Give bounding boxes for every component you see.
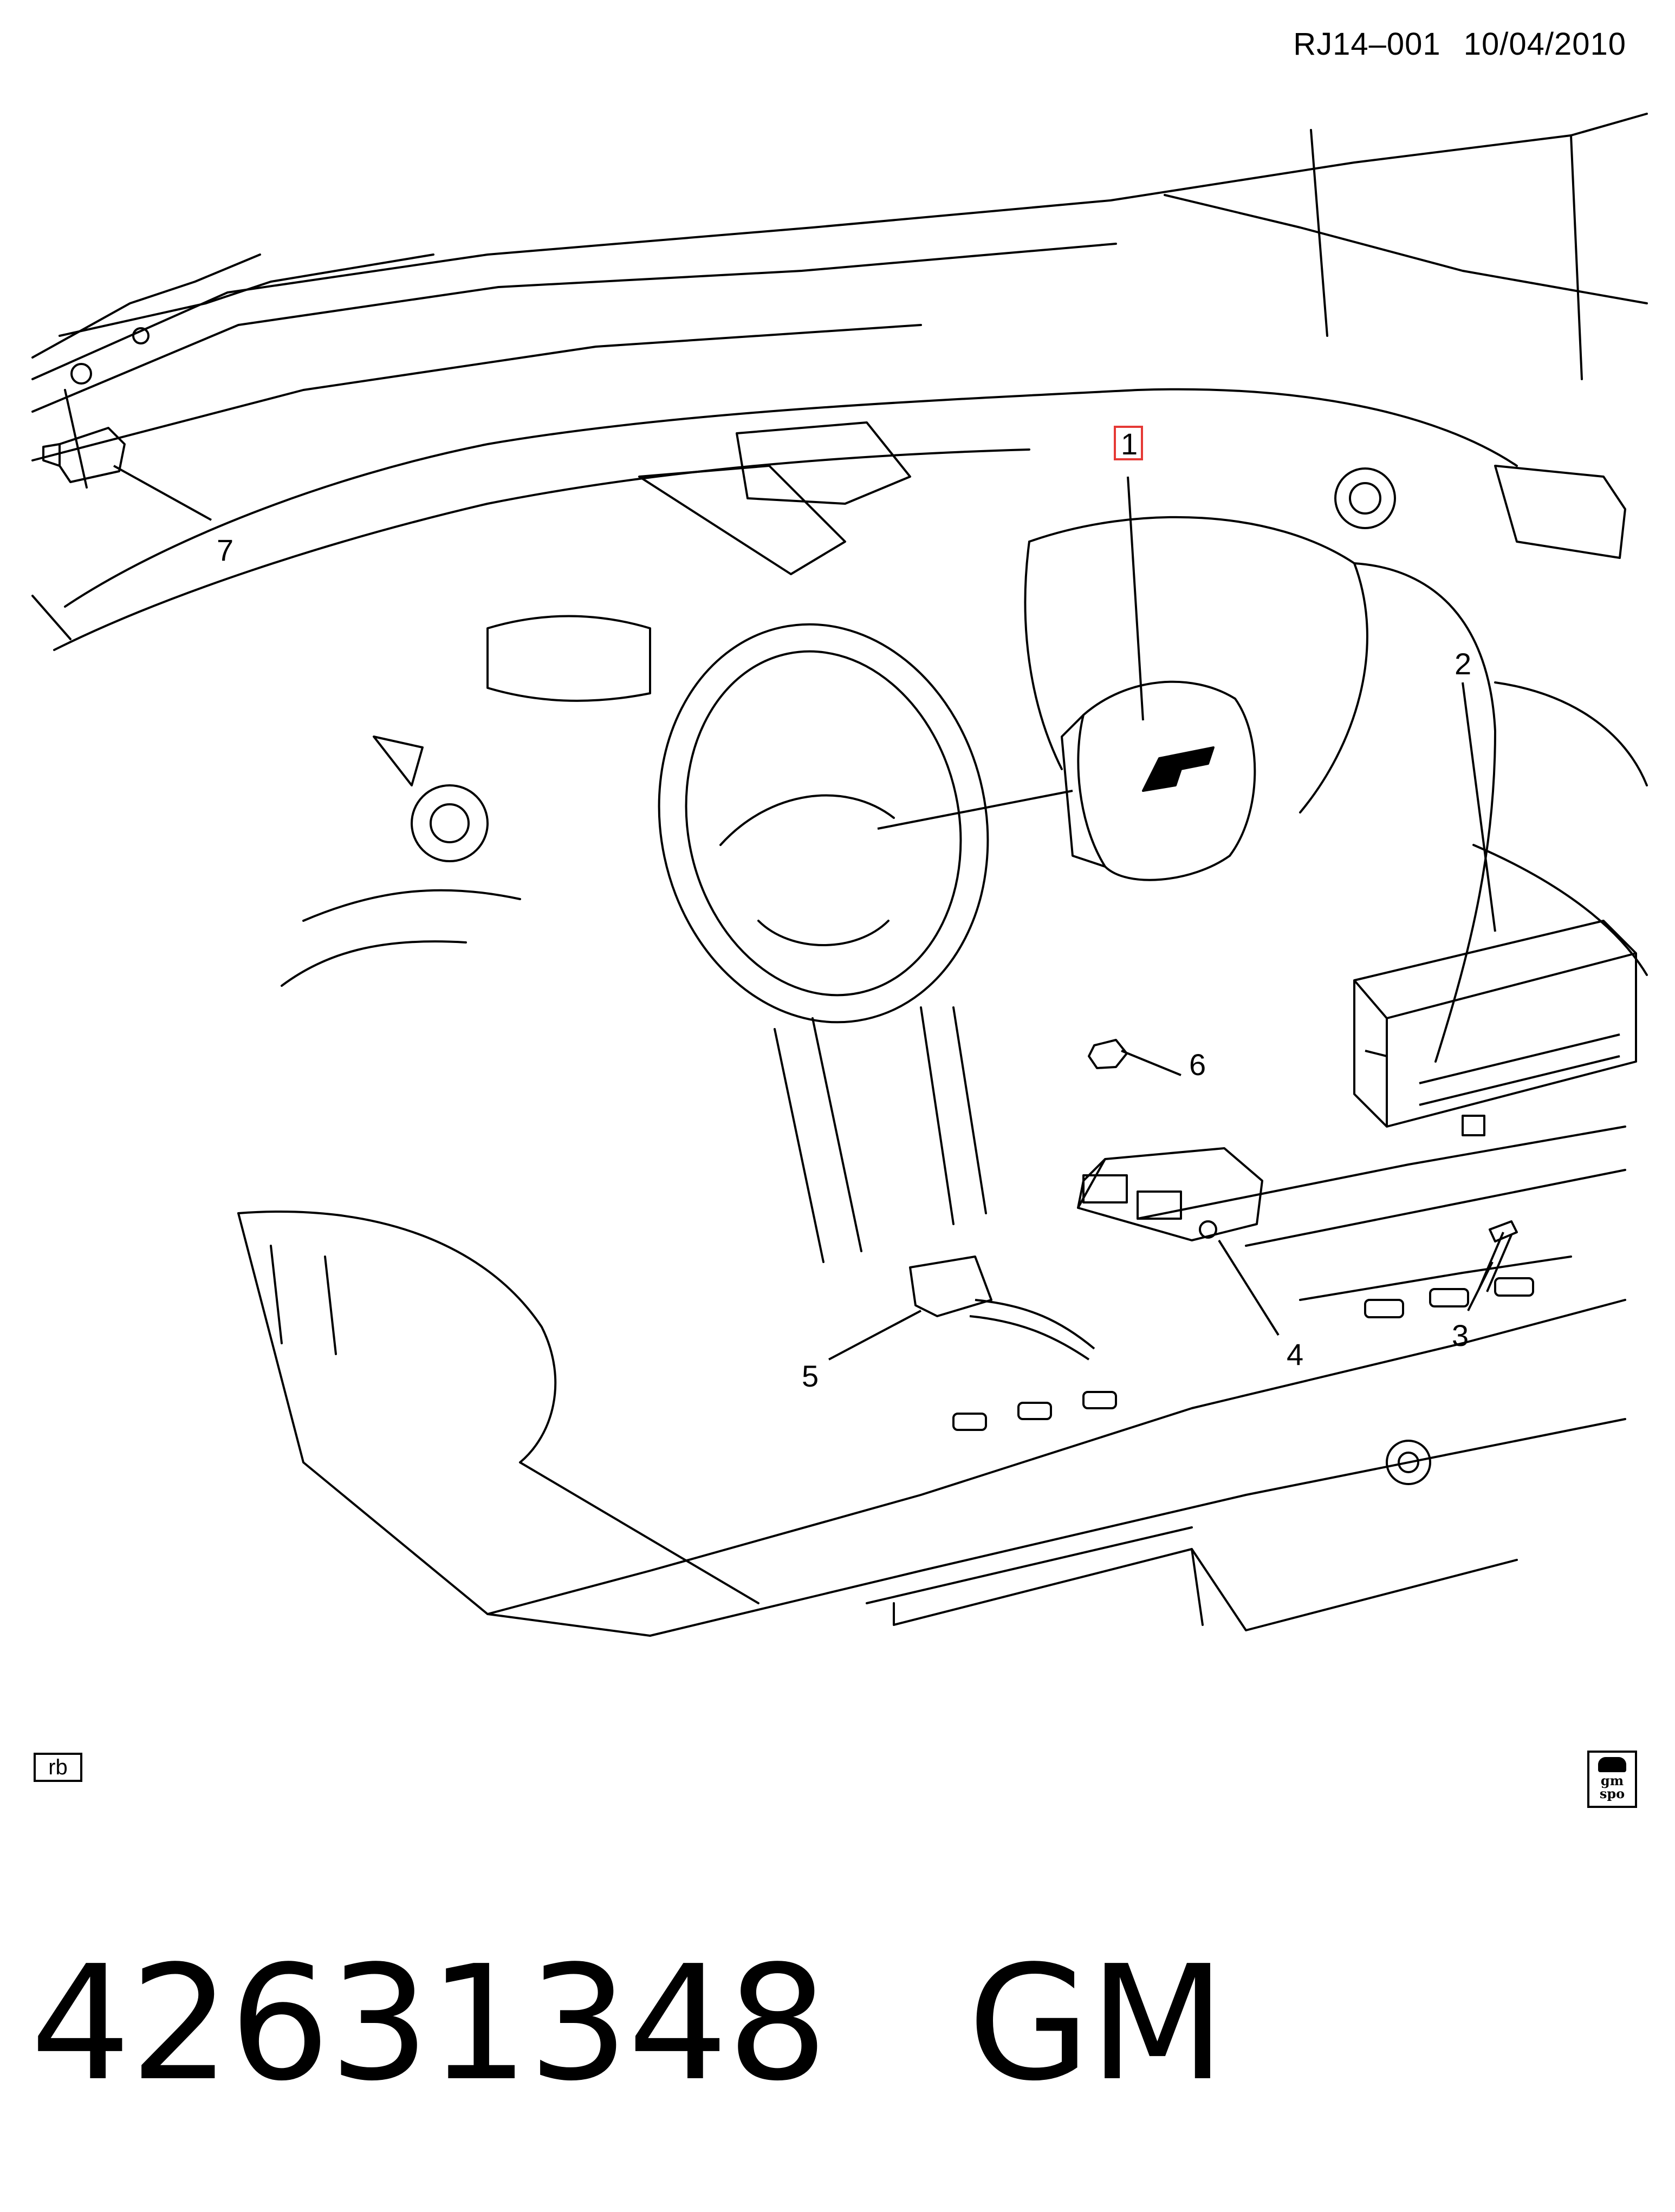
- part-number: 42631348: [30, 1931, 828, 2116]
- impact-sensor: [42, 427, 126, 483]
- brand-label: GM: [968, 1931, 1225, 2116]
- callout-5[interactable]: 5: [802, 1359, 819, 1393]
- leader-line-3: [1467, 1261, 1494, 1311]
- callout-3[interactable]: 3: [1452, 1318, 1469, 1352]
- nut: [1088, 1039, 1128, 1069]
- vehicle-structure-lines: [31, 113, 1648, 1637]
- rb-label-box: rb: [34, 1753, 82, 1782]
- leader-line-1-extension: [877, 790, 1073, 830]
- sensing-diagnostic-module: [1077, 1147, 1263, 1241]
- callout-2[interactable]: 2: [1455, 647, 1471, 681]
- parts-group: [42, 427, 1637, 1361]
- gm-badge-line2: spo: [1599, 1786, 1625, 1801]
- drawing-reference: RJ14–001 10/04/2010: [1293, 26, 1626, 62]
- leader-line-1: [1127, 476, 1144, 721]
- leader-line-5: [828, 1310, 921, 1361]
- callout-4[interactable]: 4: [1287, 1337, 1303, 1371]
- drawing-date: 10/04/2010: [1463, 27, 1626, 62]
- callout-labels: 1 2 3 4 5 6 7: [217, 426, 1471, 1393]
- passenger-airbag-module: [1353, 920, 1637, 1136]
- leader-line-6: [1121, 1050, 1181, 1076]
- bolt: [1478, 1220, 1518, 1292]
- leader-line-7: [113, 465, 212, 521]
- driver-airbag-module: [1061, 680, 1256, 881]
- gm-badge-top: [1598, 1757, 1626, 1772]
- callout-1-highlight-box: [1114, 426, 1143, 460]
- leader-lines: [113, 465, 1496, 1361]
- gm-badge-text: gm spo: [1595, 1774, 1629, 1800]
- leader-line-2: [1462, 682, 1496, 932]
- drawing-ref-code: RJ14–001: [1293, 27, 1441, 62]
- wiring-harness-connector: [909, 1255, 1095, 1361]
- callout-1[interactable]: 1: [1121, 427, 1138, 461]
- callout-6[interactable]: 6: [1189, 1048, 1206, 1082]
- gm-spo-logo-icon: gm spo: [1587, 1751, 1637, 1808]
- leader-line-4: [1218, 1239, 1280, 1336]
- callout-7[interactable]: 7: [217, 533, 233, 567]
- gm-badge-line1: gm: [1600, 1773, 1624, 1788]
